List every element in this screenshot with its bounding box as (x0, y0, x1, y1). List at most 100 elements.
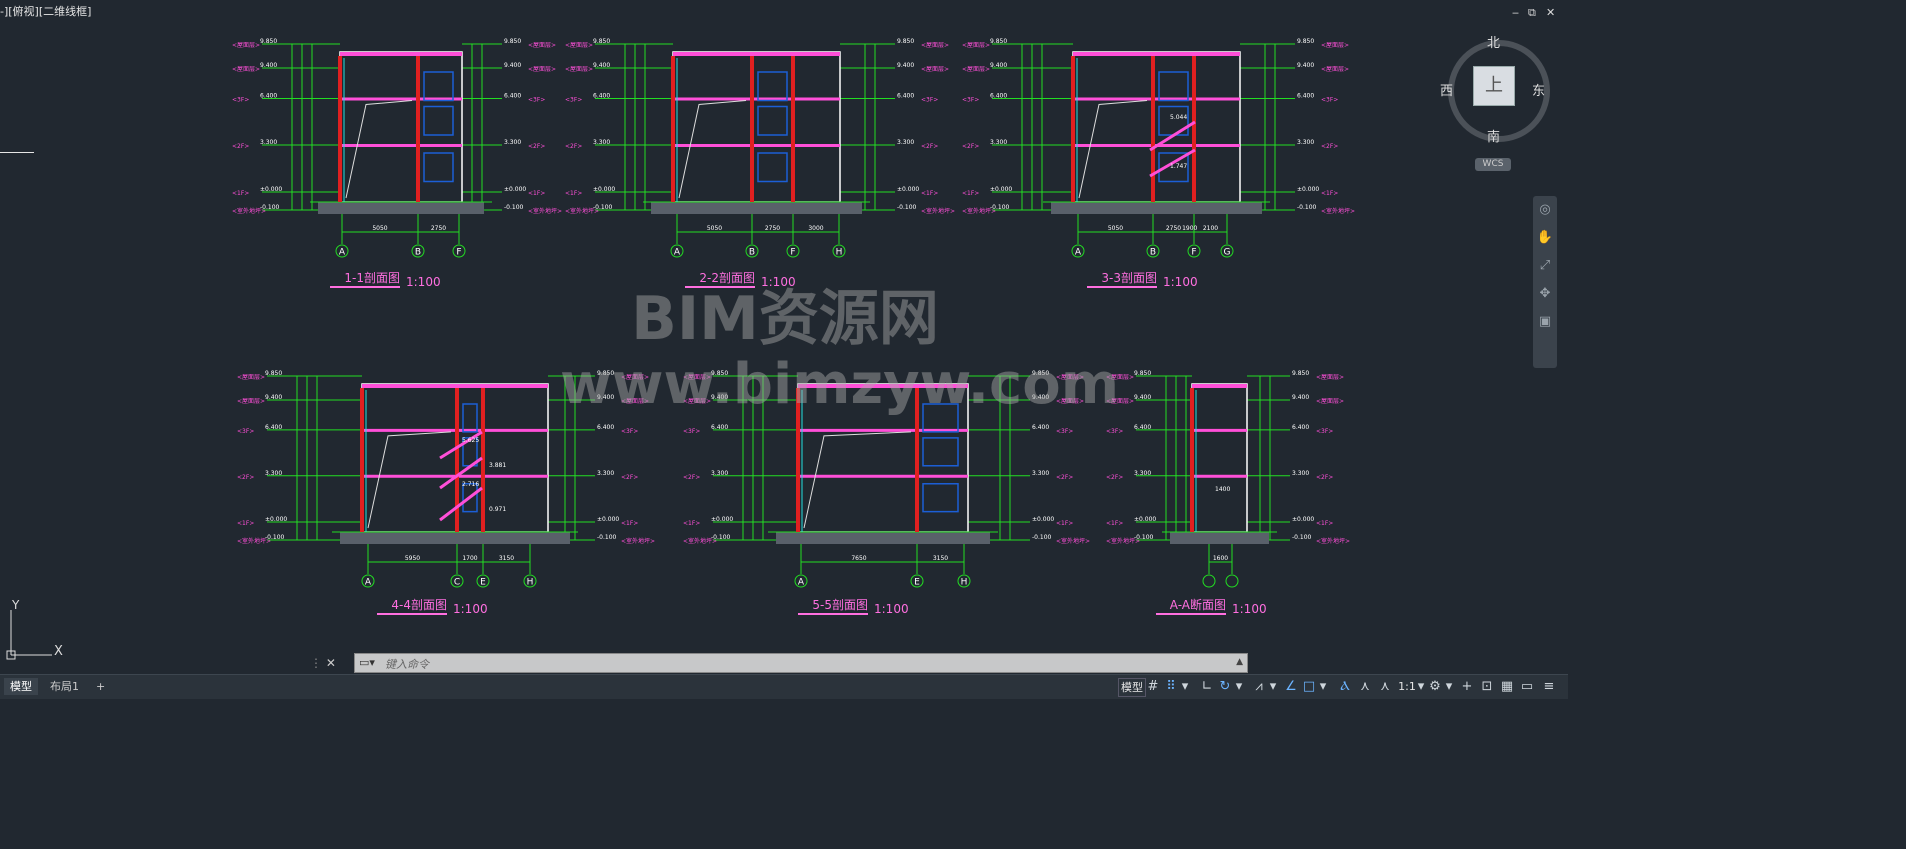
object-snap-icon[interactable]: □ (1302, 679, 1316, 694)
level-value-right: 9.850 (597, 370, 614, 377)
osnap-dropdown-icon[interactable]: ▾ (1319, 679, 1327, 694)
level-tag-right: <2F> (621, 474, 638, 481)
level-value-left: 6.400 (1134, 424, 1151, 431)
close-command-icon[interactable]: ✕ (325, 656, 336, 670)
level-tag-left: <2F> (683, 474, 700, 481)
section-scale: 1:100 (1232, 602, 1267, 616)
level-tag-left: <屋面层> (237, 374, 265, 381)
isodraft-dropdown-icon[interactable]: ▾ (1269, 679, 1277, 694)
compass-north[interactable]: 北 (1487, 36, 1501, 51)
level-value-left: ±0.000 (990, 186, 1012, 193)
minimize-icon[interactable]: ‒ (1512, 6, 1519, 19)
steering-wheel-icon[interactable]: ◎ (1539, 202, 1551, 217)
level-value-left: 9.850 (265, 370, 282, 377)
level-tag-right: <3F> (1056, 428, 1073, 435)
level-tag-left: <2F> (237, 474, 254, 481)
level-tag-right: <屋面层> (528, 66, 556, 73)
level-value-left: 9.850 (711, 370, 728, 377)
object-snap-tracking-icon[interactable]: ∠ (1285, 679, 1297, 694)
axis-bubble (452, 244, 466, 258)
annotation-scale-value[interactable]: 1:1 (1398, 680, 1416, 693)
level-tag-left: <3F> (962, 97, 979, 104)
level-value-left: 9.400 (593, 62, 610, 69)
level-tag-right: <屋面层> (1321, 66, 1349, 73)
axis-label: A (798, 578, 805, 588)
dimension-text: 2100 (1203, 225, 1218, 232)
window-glazing (423, 105, 454, 136)
viewcube[interactable]: 北 南 东 西 上 WCS (1440, 30, 1550, 180)
workspace-dropdown-icon[interactable]: ▾ (1445, 679, 1453, 694)
tab-layout1[interactable]: 布局1 (50, 680, 79, 693)
snap-icon[interactable]: ⠿ (1166, 679, 1176, 694)
recent-commands-icon[interactable]: ▭▾ (359, 656, 375, 669)
level-value-left: 9.850 (593, 38, 610, 45)
level-value-right: 9.850 (1032, 370, 1049, 377)
pan-icon[interactable]: ✋ (1536, 230, 1554, 245)
units-icon[interactable]: ⊡ (1481, 679, 1493, 694)
level-value-left: ±0.000 (265, 516, 287, 523)
zoom-extents-icon[interactable]: ⤢ (1539, 258, 1551, 273)
roof-slab (362, 384, 548, 388)
level-tag-right: <室外地坪> (1321, 207, 1355, 215)
level-tag-right: <屋面层> (1321, 42, 1349, 49)
customization-menu-icon[interactable]: ≡ (1543, 679, 1555, 694)
compass-west[interactable]: 西 (1440, 84, 1454, 99)
level-tag-left: <1F> (683, 520, 700, 527)
level-tag-left: <1F> (565, 190, 582, 197)
command-line-controls: ⋮ ✕ 🔧 (310, 653, 354, 690)
showmotion-icon[interactable]: ▣ (1538, 314, 1552, 329)
axis-bubble (794, 574, 808, 588)
command-input[interactable]: ▭▾ 键入命令 ▲ (354, 653, 1248, 673)
compass-ring[interactable] (1448, 40, 1550, 142)
level-tag-left: <屋面层> (232, 42, 260, 49)
clean-screen-icon[interactable]: ▭ (1520, 679, 1534, 694)
compass-south[interactable]: 南 (1487, 130, 1501, 145)
close-icon[interactable]: ✕ (1546, 6, 1556, 19)
scale-dropdown-icon[interactable]: ▾ (1417, 679, 1425, 694)
section-scale: 1:100 (453, 602, 488, 616)
floor-slab (1192, 474, 1247, 478)
polar-tracking-icon[interactable]: ↻ (1219, 679, 1231, 694)
wcs-menu[interactable]: WCS (1475, 158, 1511, 171)
isodraft-icon[interactable]: ⩘ (1255, 679, 1263, 694)
workspace-gear-icon[interactable]: ⚙ (1429, 679, 1441, 694)
compass-east[interactable]: 东 (1532, 84, 1546, 99)
level-value-right: ±0.000 (897, 186, 919, 193)
tab-model[interactable]: 模型 (4, 678, 38, 695)
viewport-label[interactable]: -][俯视][二维线框] (0, 5, 92, 18)
dimension-text: 2750 (1166, 225, 1181, 232)
level-value-right: 9.400 (504, 62, 521, 69)
level-tag-right: <1F> (621, 520, 638, 527)
auto-scale-icon[interactable]: ⋏ (1360, 679, 1370, 694)
level-tag-right: <1F> (1316, 520, 1333, 527)
add-layout-button[interactable]: + (96, 680, 106, 693)
watermark-title: BIM资源网 (631, 284, 939, 354)
annotation-monitor-icon[interactable]: + (1461, 679, 1473, 694)
stair-level: 0.971 (489, 506, 506, 513)
polar-dropdown-icon[interactable]: ▾ (1235, 679, 1243, 694)
cube-top-face[interactable]: 上 (1473, 66, 1515, 106)
interior-column (1151, 56, 1155, 202)
level-tag-left: <3F> (1106, 428, 1123, 435)
level-value-right: 3.300 (1297, 139, 1314, 146)
grip-icon[interactable]: ⋮ (310, 656, 322, 670)
orbit-icon[interactable]: ✥ (1539, 286, 1551, 301)
interior-column (455, 388, 459, 532)
axis-bubble (957, 574, 971, 588)
dimension-text: 2750 (765, 225, 780, 232)
ortho-icon[interactable]: ∟ (1201, 679, 1213, 694)
model-space-button[interactable]: 模型 (1118, 678, 1146, 697)
command-history-icon[interactable]: ▲ (1236, 657, 1243, 667)
exterior-column (796, 388, 800, 532)
restore-icon[interactable]: ⧉ (1528, 6, 1536, 19)
grid-icon[interactable]: # (1147, 679, 1159, 694)
level-value-left: 3.300 (990, 139, 1007, 146)
level-value-right: 6.400 (1297, 93, 1314, 100)
snap-dropdown-icon[interactable]: ▾ (1181, 679, 1189, 694)
annotation-visibility-icon[interactable]: Ⲁ (1340, 679, 1350, 694)
quick-properties-icon[interactable]: ▦ (1500, 679, 1514, 694)
level-tag-right: <室外地坪> (1316, 537, 1350, 545)
annotation-scale-icon[interactable]: ⋏ (1380, 679, 1390, 694)
level-value-left: 3.300 (593, 139, 610, 146)
